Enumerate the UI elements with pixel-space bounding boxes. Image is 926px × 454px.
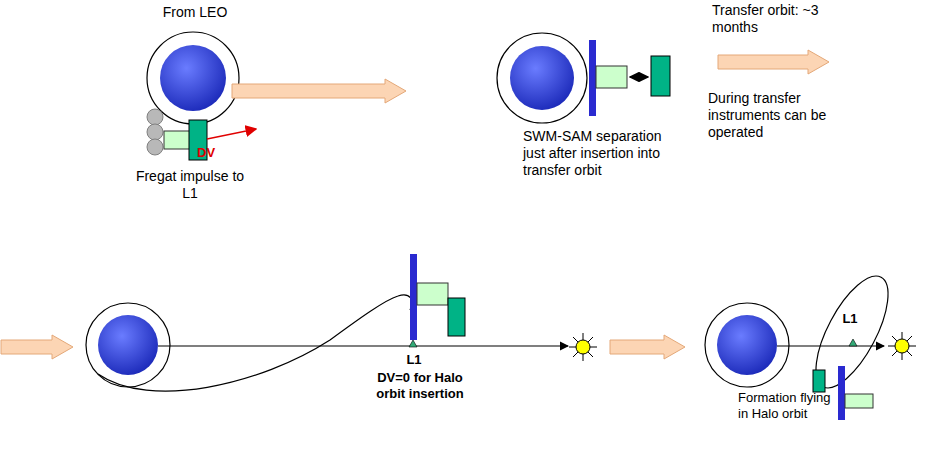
- panel-note: Fregat impulse to L1: [135, 168, 245, 202]
- fregat-stack: [147, 109, 256, 160]
- big-arrow: [1, 335, 73, 359]
- spacecraft-pair: [410, 254, 465, 340]
- transfer-note: During transfer instruments can be opera…: [708, 90, 848, 140]
- delta-v-label: DV: [197, 145, 227, 161]
- earth-orbit: [705, 303, 789, 387]
- l1-label: L1: [836, 311, 864, 327]
- panel-note: Formation flying in Halo orbit: [738, 390, 833, 421]
- halo-orbit: [802, 266, 903, 398]
- panel-note: DV=0 for Halo orbit insertion: [365, 370, 475, 401]
- earth-orbit: [147, 32, 239, 124]
- panel-note: SWM-SAM separation just after insertion …: [523, 128, 673, 178]
- sun-symbol: [888, 332, 916, 360]
- separation-craft: [589, 40, 670, 116]
- transfer-trajectory: [98, 295, 412, 391]
- sun-symbol: [569, 333, 597, 361]
- earth-sun-line: [158, 345, 568, 346]
- transfer-note: Transfer orbit: ~3 months: [712, 2, 842, 36]
- panel-heading: From LEO: [140, 4, 250, 21]
- l1-marker: [409, 340, 417, 347]
- earth-sun-line: [777, 345, 884, 346]
- big-arrow: [232, 79, 406, 103]
- l1-marker: [849, 339, 857, 346]
- earth-orbit: [497, 33, 587, 123]
- l1-label: L1: [400, 352, 428, 368]
- big-arrow: [610, 335, 685, 359]
- big-arrow: [718, 50, 829, 74]
